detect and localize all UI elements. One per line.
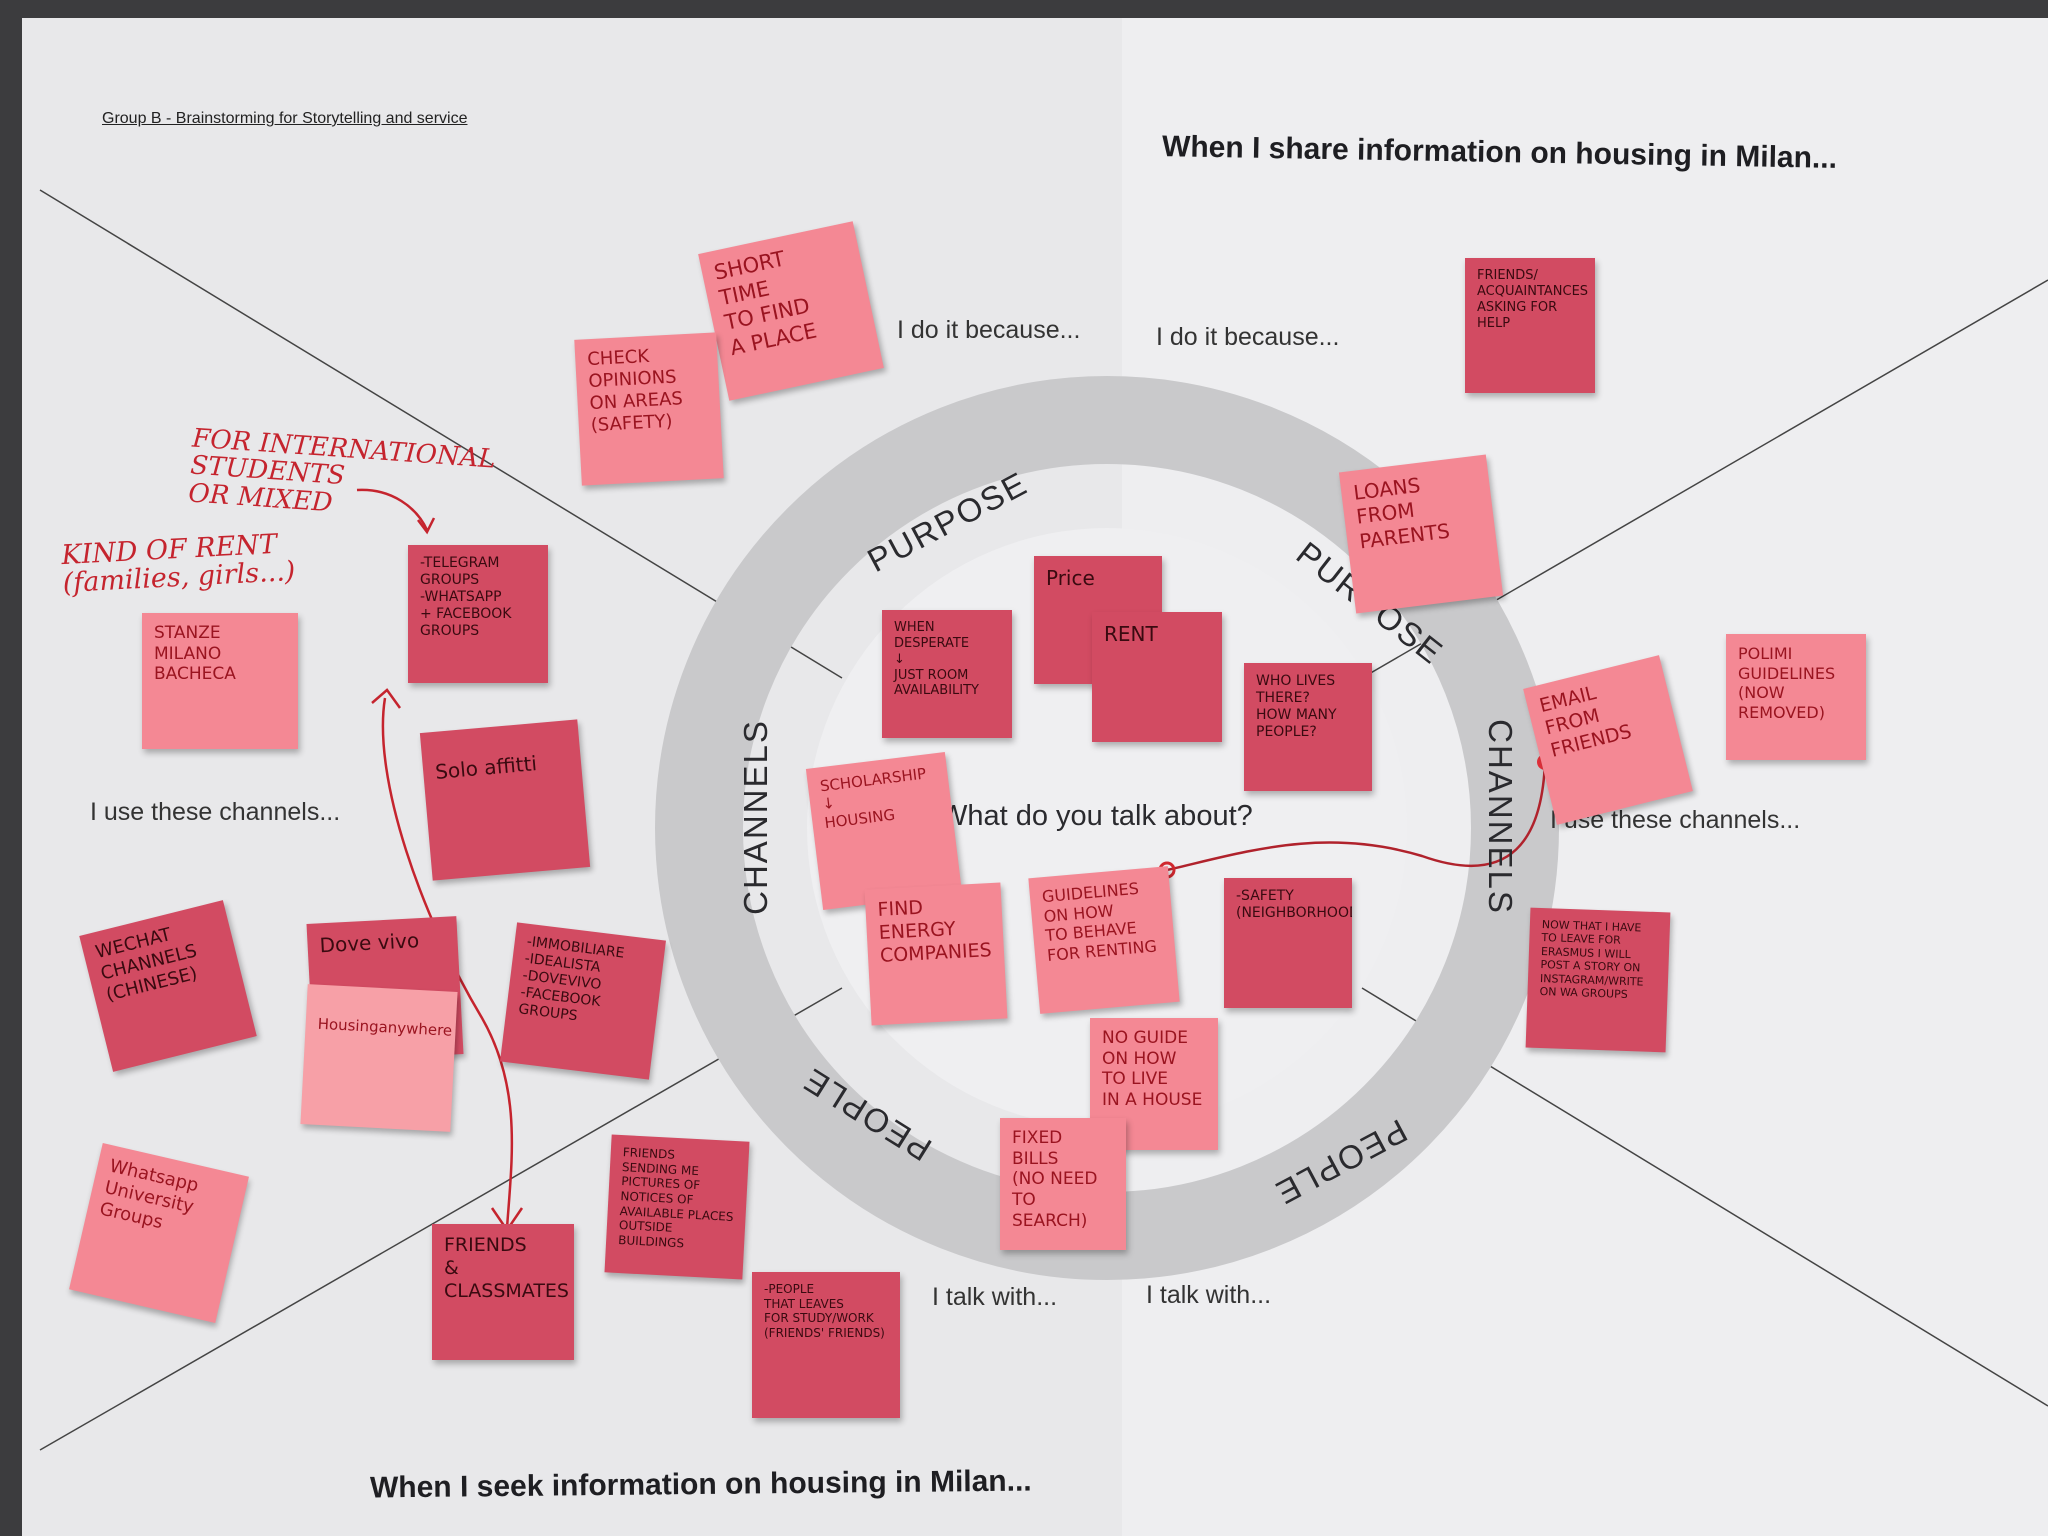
note-guidelines: GUIDELINES on how to behave for renting — [1028, 866, 1180, 1014]
note-when-desperate: WHEN DESPERATE ↓ JUST ROOM AVAILABILITY — [882, 610, 1012, 738]
ring-label-channels-right: CHANNELS — [1481, 719, 1519, 915]
prompt-channels-left: I use these channels... — [90, 798, 341, 826]
prompt-people-left: I talk with... — [932, 1283, 1058, 1311]
brainstorm-poster: PURPOSE PEOPLE PEOPLE Group B - Brainsto… — [22, 18, 2048, 1536]
group-label: Group B - Brainstorming for Storytelling… — [102, 110, 468, 127]
arrow-to-telegram — [356, 488, 429, 531]
connection-string — [1166, 761, 1547, 872]
divider-line-top-left — [39, 189, 843, 679]
seek-title: When I seek information on housing in Mi… — [369, 1464, 1032, 1505]
note-immobiliare: -IMMOBILIARE -IDEALISTA -DOVEVIVO -FACEB… — [500, 922, 666, 1080]
prompt-purpose-right: I do it because... — [1156, 323, 1340, 351]
note-stanze: STANZE MILANO BACHECA — [142, 613, 298, 749]
note-polimi-guidelines: POLIMI GUIDELINES (now removed) — [1726, 634, 1866, 760]
note-telegram: -TELEGRAM GROUPS -WHATSAPP + FACEBOOK GR… — [408, 545, 548, 683]
note-erasmus: NOW THAT I HAVE TO LEAVE FOR ERASMUS I W… — [1525, 907, 1671, 1053]
note-find-energy: FIND ENERGY COMPANIES — [864, 882, 1008, 1026]
prompt-purpose-left: I do it because... — [897, 316, 1081, 344]
arrow-head-telegram — [417, 517, 436, 535]
center-question: What do you talk about? — [940, 800, 1253, 832]
note-solo-affitti: Solo affitti — [419, 719, 591, 881]
note-friends-asking: FRIENDS/ ACQUAINTANCES ASKING FOR HELP — [1465, 258, 1595, 393]
note-loans-parents: LOANS from parents — [1338, 454, 1504, 614]
note-friends-sending: FRIENDS SENDING ME PICTURES OF NOTICES O… — [604, 1134, 750, 1280]
prompt-people-right: I talk with... — [1146, 1281, 1272, 1309]
note-friends-classmates: FRIENDS & CLASSMATES — [432, 1224, 574, 1360]
ring-label-channels-left: CHANNELS — [736, 719, 774, 915]
note-safety: -SAFETY (NEIGHBORHOOD) — [1224, 878, 1352, 1008]
divider-line-bottom-left — [39, 987, 843, 1451]
arrow-to-friends — [381, 697, 514, 1229]
note-check-opinions: CHECK OPINIONS ON AREAS (safety) — [574, 332, 724, 486]
handwriting-kind-of-rent: KIND OF RENT (families, girls...) — [60, 528, 297, 600]
note-fixed-bills: FIXED BILLS (no need to search) — [1000, 1118, 1126, 1250]
note-rent: RENT — [1092, 612, 1222, 742]
note-housing-anywhere: Housinganywhere — [300, 984, 458, 1132]
arrow-head-up — [371, 688, 402, 709]
note-short-time: SHORT TIME TO FIND A PLACE — [698, 221, 884, 401]
note-people-leaving: -PEOPLE THAT LEAVES FOR STUDY/WORK (FRIE… — [752, 1272, 900, 1418]
note-who-lives: WHO LIVES THERE? HOW MANY PEOPLE? — [1244, 663, 1372, 791]
